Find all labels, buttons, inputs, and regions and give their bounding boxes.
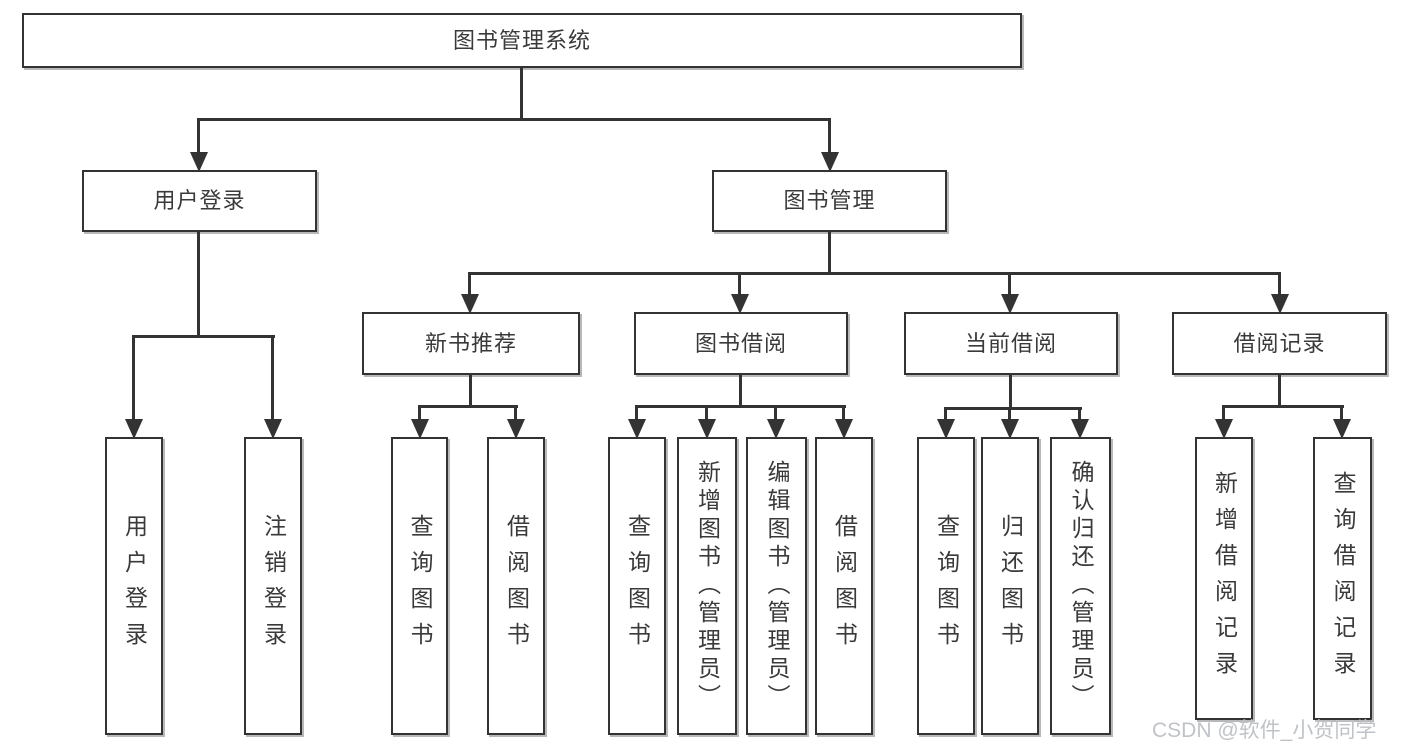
leaf-query-books-current: 查询图书 <box>917 437 975 735</box>
connector-line <box>1009 375 1012 409</box>
node-root: 图书管理系统 <box>22 13 1022 68</box>
connector-arrow-down <box>1071 407 1089 439</box>
node-book-borrowing: 图书借阅 <box>634 312 848 375</box>
connector-arrow-down <box>937 407 955 439</box>
leaf-add-books-admin: 新增图书（管理员） <box>677 437 737 735</box>
connector-line <box>636 405 846 408</box>
node-user-login: 用户登录 <box>82 170 317 232</box>
connector-arrow-down <box>731 272 749 314</box>
leaf-confirm-return-admin: 确认归还（管理员） <box>1050 437 1111 735</box>
watermark: CSDN @软件_小贺同学 <box>1152 719 1377 742</box>
leaf-label: 查询图书 <box>933 514 960 658</box>
leaf-label: 借阅图书 <box>831 514 858 658</box>
node-current-borrowing: 当前借阅 <box>904 312 1118 375</box>
leaf-label: 用户登录 <box>121 514 148 658</box>
node-user-login-label: 用户登录 <box>153 188 246 213</box>
leaf-label: 编辑图书（管理员） <box>764 460 790 712</box>
connector-line <box>1278 375 1281 407</box>
connector-line <box>469 375 472 407</box>
node-book-borrowing-label: 图书借阅 <box>694 330 787 356</box>
connector-arrow-down <box>698 405 716 439</box>
leaf-logout: 注销登录 <box>244 437 302 735</box>
node-new-book-recommend: 新书推荐 <box>362 312 580 375</box>
node-new-book-recommend-label: 新书推荐 <box>424 330 517 356</box>
connector-arrow-down <box>190 118 208 172</box>
leaf-label: 借阅图书 <box>503 514 530 658</box>
connector-arrow-down <box>1215 405 1233 439</box>
connector-line <box>739 375 742 407</box>
leaf-return-books: 归还图书 <box>981 437 1039 735</box>
leaf-label: 查询图书 <box>407 514 433 658</box>
node-current-borrowing-label: 当前借阅 <box>964 330 1057 356</box>
connector-arrow-down <box>767 405 785 439</box>
leaf-borrow-books: 借阅图书 <box>815 437 873 735</box>
leaf-query-books-borrowing: 查询图书 <box>608 437 666 735</box>
connector-arrow-down <box>461 272 479 314</box>
leaf-add-borrow-record: 新增借阅记录 <box>1195 437 1253 720</box>
connector-line <box>469 272 1281 275</box>
node-root-label: 图书管理系统 <box>452 27 591 53</box>
connector-arrow-down <box>1001 407 1019 439</box>
node-borrowing-records: 借阅记录 <box>1172 312 1387 375</box>
node-book-management: 图书管理 <box>712 170 947 232</box>
connector-line <box>1223 405 1344 408</box>
connector-arrow-down <box>835 405 853 439</box>
leaf-edit-books-admin: 编辑图书（管理员） <box>746 437 807 735</box>
connector-arrow-down <box>125 335 143 439</box>
connector-arrow-down <box>1271 272 1289 314</box>
connector-arrow-down <box>411 405 429 439</box>
leaf-borrow-books-recommend: 借阅图书 <box>487 437 545 735</box>
leaf-label: 新增借阅记录 <box>1211 470 1238 687</box>
leaf-label: 新增图书（管理员） <box>694 460 721 712</box>
leaf-query-borrow-record: 查询借阅记录 <box>1313 437 1372 720</box>
connector-arrow-down <box>264 335 282 439</box>
leaf-label: 确认归还（管理员） <box>1068 460 1094 712</box>
leaf-query-books-recommend: 查询图书 <box>391 437 448 735</box>
connector-line <box>419 405 518 408</box>
connector-line <box>198 118 831 121</box>
connector-line <box>828 232 831 274</box>
leaf-label: 归还图书 <box>997 514 1024 658</box>
node-borrowing-records-label: 借阅记录 <box>1233 330 1326 356</box>
connector-arrow-down <box>507 405 525 439</box>
connector-arrow-down <box>1001 272 1019 314</box>
connector-arrow-down <box>628 405 646 439</box>
connector-line <box>197 232 200 337</box>
leaf-label: 注销登录 <box>260 514 287 658</box>
leaf-user-login: 用户登录 <box>105 437 163 735</box>
connector-line <box>133 335 275 338</box>
leaf-label: 查询借阅记录 <box>1330 470 1356 687</box>
connector-line <box>945 407 1082 410</box>
leaf-label: 查询图书 <box>624 514 651 658</box>
node-book-management-label: 图书管理 <box>783 188 876 213</box>
connector-line <box>520 68 523 121</box>
connector-arrow-down <box>821 118 839 172</box>
connector-arrow-down <box>1333 405 1351 439</box>
